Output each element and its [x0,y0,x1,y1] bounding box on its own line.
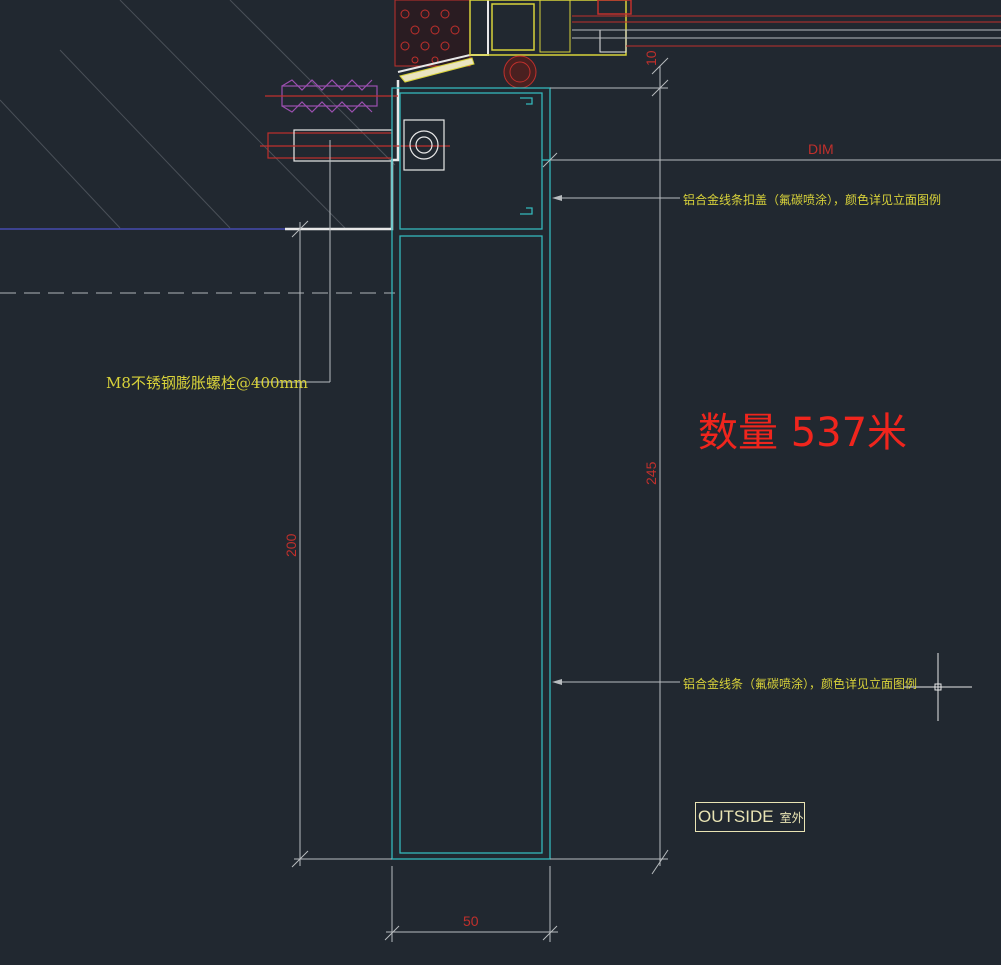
wall-bottom-line [0,80,400,231]
aluminium-profile [391,87,551,860]
outside-label-en: OUTSIDE [698,807,774,826]
bolt-note: M8不锈钢膨胀螺栓@400mm [106,374,308,392]
background-hatch-lines [0,0,396,229]
dimension-width: 50 [463,913,479,929]
dimension-top-gap: 10 [643,50,659,66]
quantity-label: 数量 537米 [698,410,908,456]
strip-note: 铝合金线条（氟碳喷涂），颜色详见立面图例 [683,677,918,691]
leader-arrows [552,195,562,685]
crosshair-cursor-icon [904,653,972,721]
cover-note: 铝合金线条扣盖（氟碳喷涂），颜色详见立面图例 [683,193,942,207]
dimension-total-height: 245 [643,461,659,485]
outside-label-cn: 室外 [779,811,804,825]
dim-label: DIM [808,141,834,157]
outside-label-box: OUTSIDE 室外 [695,802,805,832]
window-frame-section [394,0,1001,89]
anchor-bolt-nut [260,119,450,382]
dimension-lower-height: 200 [283,533,299,557]
dimension-lines [255,57,1001,942]
expansion-bolt [265,79,398,113]
